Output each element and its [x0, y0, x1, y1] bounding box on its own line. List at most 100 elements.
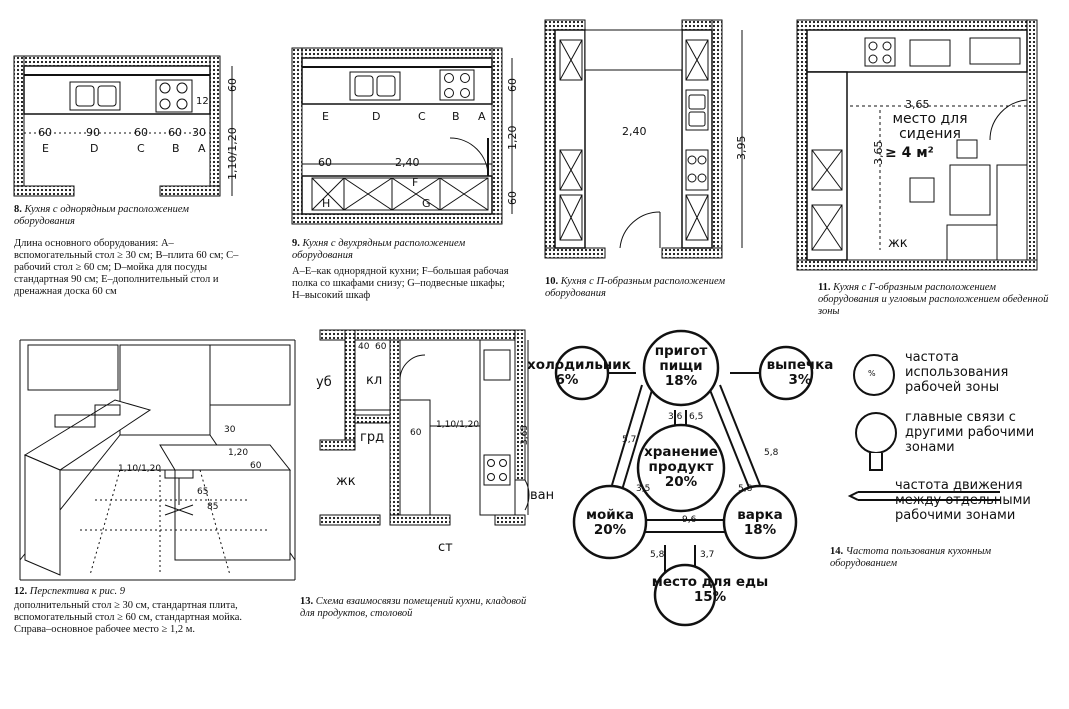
- fig14-caption-num: 14.: [830, 546, 844, 557]
- fig14-legend-pct: %: [868, 369, 876, 378]
- fig10-caption-num: 10.: [545, 276, 559, 287]
- fig13-d60b: 60: [410, 428, 422, 438]
- fig8-letter-a: A: [198, 142, 206, 155]
- fig8-letter-d: D: [90, 142, 99, 155]
- fig13-van: ван: [530, 488, 555, 503]
- fig8-letter-b: B: [172, 142, 180, 155]
- fig14-legend-move: частота движения между отдельными рабочи…: [895, 478, 1031, 523]
- fig14-node-store: хранение продукт 20%: [644, 444, 718, 490]
- fig8-plan: [13, 55, 233, 197]
- fig13-grd: грд: [360, 430, 385, 445]
- fig9-letter-c: C: [418, 110, 426, 123]
- fig14-link-8: 5,8: [650, 550, 665, 560]
- fig10-caption-text: Кухня с П-образным расположением оборудо…: [545, 276, 726, 299]
- fig12-caption: 12. Перспектива к рис. 9: [14, 586, 274, 598]
- fig8-letter-c: C: [137, 142, 145, 155]
- fig13-d365: 3,65: [520, 424, 530, 445]
- fig10-caption: 10. Кухня с П-образным расположением обо…: [545, 276, 765, 300]
- fig14-link-1: 5,7: [622, 435, 637, 445]
- fig14-caption-text: Частота пользования кухонным оборудовани…: [830, 546, 992, 569]
- fig11-zhk: жк: [888, 236, 908, 251]
- fig10-plan: [544, 19, 743, 259]
- fig10-dim-240: 2,40: [622, 125, 647, 138]
- fig9-plan: [291, 47, 513, 225]
- fig13-d60a: 60: [375, 342, 387, 352]
- fig14-link-6: 5,8: [738, 484, 753, 494]
- fig14-node-eat: место для еды 15%: [651, 574, 769, 605]
- fig8-side-dim: 60: [226, 78, 239, 92]
- fig9-g: G: [422, 197, 431, 210]
- fig8-dim-2: 90: [86, 126, 100, 139]
- fig8-dim-3: 60: [134, 126, 148, 139]
- fig13-caption: 13. Схема взаимосвязи помещений кухни, к…: [300, 596, 530, 620]
- fig8-dim-1: 60: [38, 126, 52, 139]
- fig9-dim-60: 60: [318, 156, 332, 169]
- fig12-caption-num: 12.: [14, 586, 28, 597]
- fig14-link-3: 3,6: [668, 412, 683, 422]
- fig9-letter-e: E: [322, 110, 329, 123]
- fig11-caption-text: Кухня с Г-образным расположением оборудо…: [818, 282, 1049, 317]
- fig13-caption-num: 13.: [300, 596, 314, 607]
- fig9-caption-num: 9.: [292, 238, 300, 249]
- fig14-node-bake: выпечка 3%: [766, 357, 834, 388]
- fig12-dim-30: 30: [224, 425, 236, 435]
- fig9-f: F: [412, 176, 419, 189]
- fig9-side-2: 1,20: [506, 125, 519, 151]
- fig12-dim-110: 1,10/1,20: [118, 464, 162, 474]
- fig14-legend-freq: частота использования рабочей зоны: [905, 350, 1009, 395]
- fig9-caption-text: Кухня с двухрядным расположением оборудо…: [292, 238, 466, 261]
- fig9-side-1: 60: [506, 78, 519, 92]
- fig8-dim-5: 30: [192, 126, 206, 139]
- fig14-node-cook: пригот пищи 18%: [654, 343, 708, 389]
- fig9-letter-b: B: [452, 110, 460, 123]
- fig11-caption-num: 11.: [818, 282, 831, 293]
- fig13-st: ст: [438, 540, 453, 555]
- fig8-side-dim2: 1,10/1,20: [226, 127, 239, 180]
- fig9-letter-a: A: [478, 110, 486, 123]
- fig8-small-dim: 12: [196, 96, 209, 107]
- fig9-dim-240: 2,40: [395, 156, 420, 169]
- fig14-diagram: [554, 329, 1000, 627]
- fig12-perspective: [19, 339, 296, 581]
- fig11-seat-area: ≥ 4 м²: [885, 145, 934, 161]
- fig11-dim-365v: 3,65: [872, 140, 885, 166]
- fig13-d110: 1,10/1,20: [436, 420, 480, 430]
- fig14-node-sink: мойка 20%: [585, 507, 635, 538]
- fig14-legend-links: главные связи с другими рабочими зонами: [905, 410, 1035, 455]
- fig13-plan: [319, 329, 530, 526]
- fig14-node-boil: варка 18%: [737, 507, 783, 538]
- fig13-d40: 40: [358, 342, 370, 352]
- fig13-zhk: жк: [336, 474, 356, 489]
- fig14-link-5: 3,5: [636, 484, 651, 494]
- fig12-desc: дополнительный стол ≥ 30 см, стандартная…: [14, 600, 243, 635]
- fig12-dim-85: 85: [207, 502, 219, 512]
- fig13-caption-text: Схема взаимосвязи помещений кухни, кладо…: [300, 596, 527, 619]
- fig11-caption: 11. Кухня с Г-образным расположением обо…: [818, 282, 1058, 318]
- fig11-plan: [796, 19, 1038, 271]
- fig12-dim-65: 65: [197, 487, 209, 497]
- fig14-link-4: 6,5: [689, 412, 704, 422]
- fig9-h: H: [322, 197, 331, 210]
- fig13-ub: уб: [316, 375, 332, 390]
- fig9-letter-d: D: [372, 110, 381, 123]
- fig12-caption-text: Перспектива к рис. 9: [29, 586, 125, 597]
- fig12-dim-60: 60: [250, 461, 262, 471]
- fig9-side-3: 60: [506, 191, 519, 205]
- fig8-letter-e: E: [42, 142, 49, 155]
- fig12-dim-120: 1,20: [228, 448, 249, 458]
- fig14-link-9: 3,7: [700, 550, 715, 560]
- fig8-desc: Длина основного оборудования: A–вспомога…: [14, 238, 239, 297]
- fig8-caption-text: Кухня с однорядным расположением оборудо…: [14, 204, 189, 227]
- fig14-caption: 14. Частота пользования кухонным оборудо…: [830, 546, 1050, 570]
- fig9-desc: A–E–как однорядной кухни; F–большая рабо…: [292, 266, 509, 301]
- fig14-link-2: 5,8: [764, 448, 779, 458]
- fig9-caption: 9. Кухня с двухрядным расположением обор…: [292, 238, 507, 262]
- fig8-caption: 8. Кухня с однорядным расположением обор…: [14, 204, 244, 228]
- fig11-dim-365: 3,65: [905, 98, 930, 111]
- fig10-dim-395: 3,95: [735, 135, 748, 161]
- fig11-seat-label: место для сидения: [892, 111, 968, 142]
- fig14-node-fridge: холодильник 6%: [527, 357, 631, 388]
- fig13-kl: кл: [366, 373, 383, 388]
- fig8-caption-num: 8.: [14, 204, 22, 215]
